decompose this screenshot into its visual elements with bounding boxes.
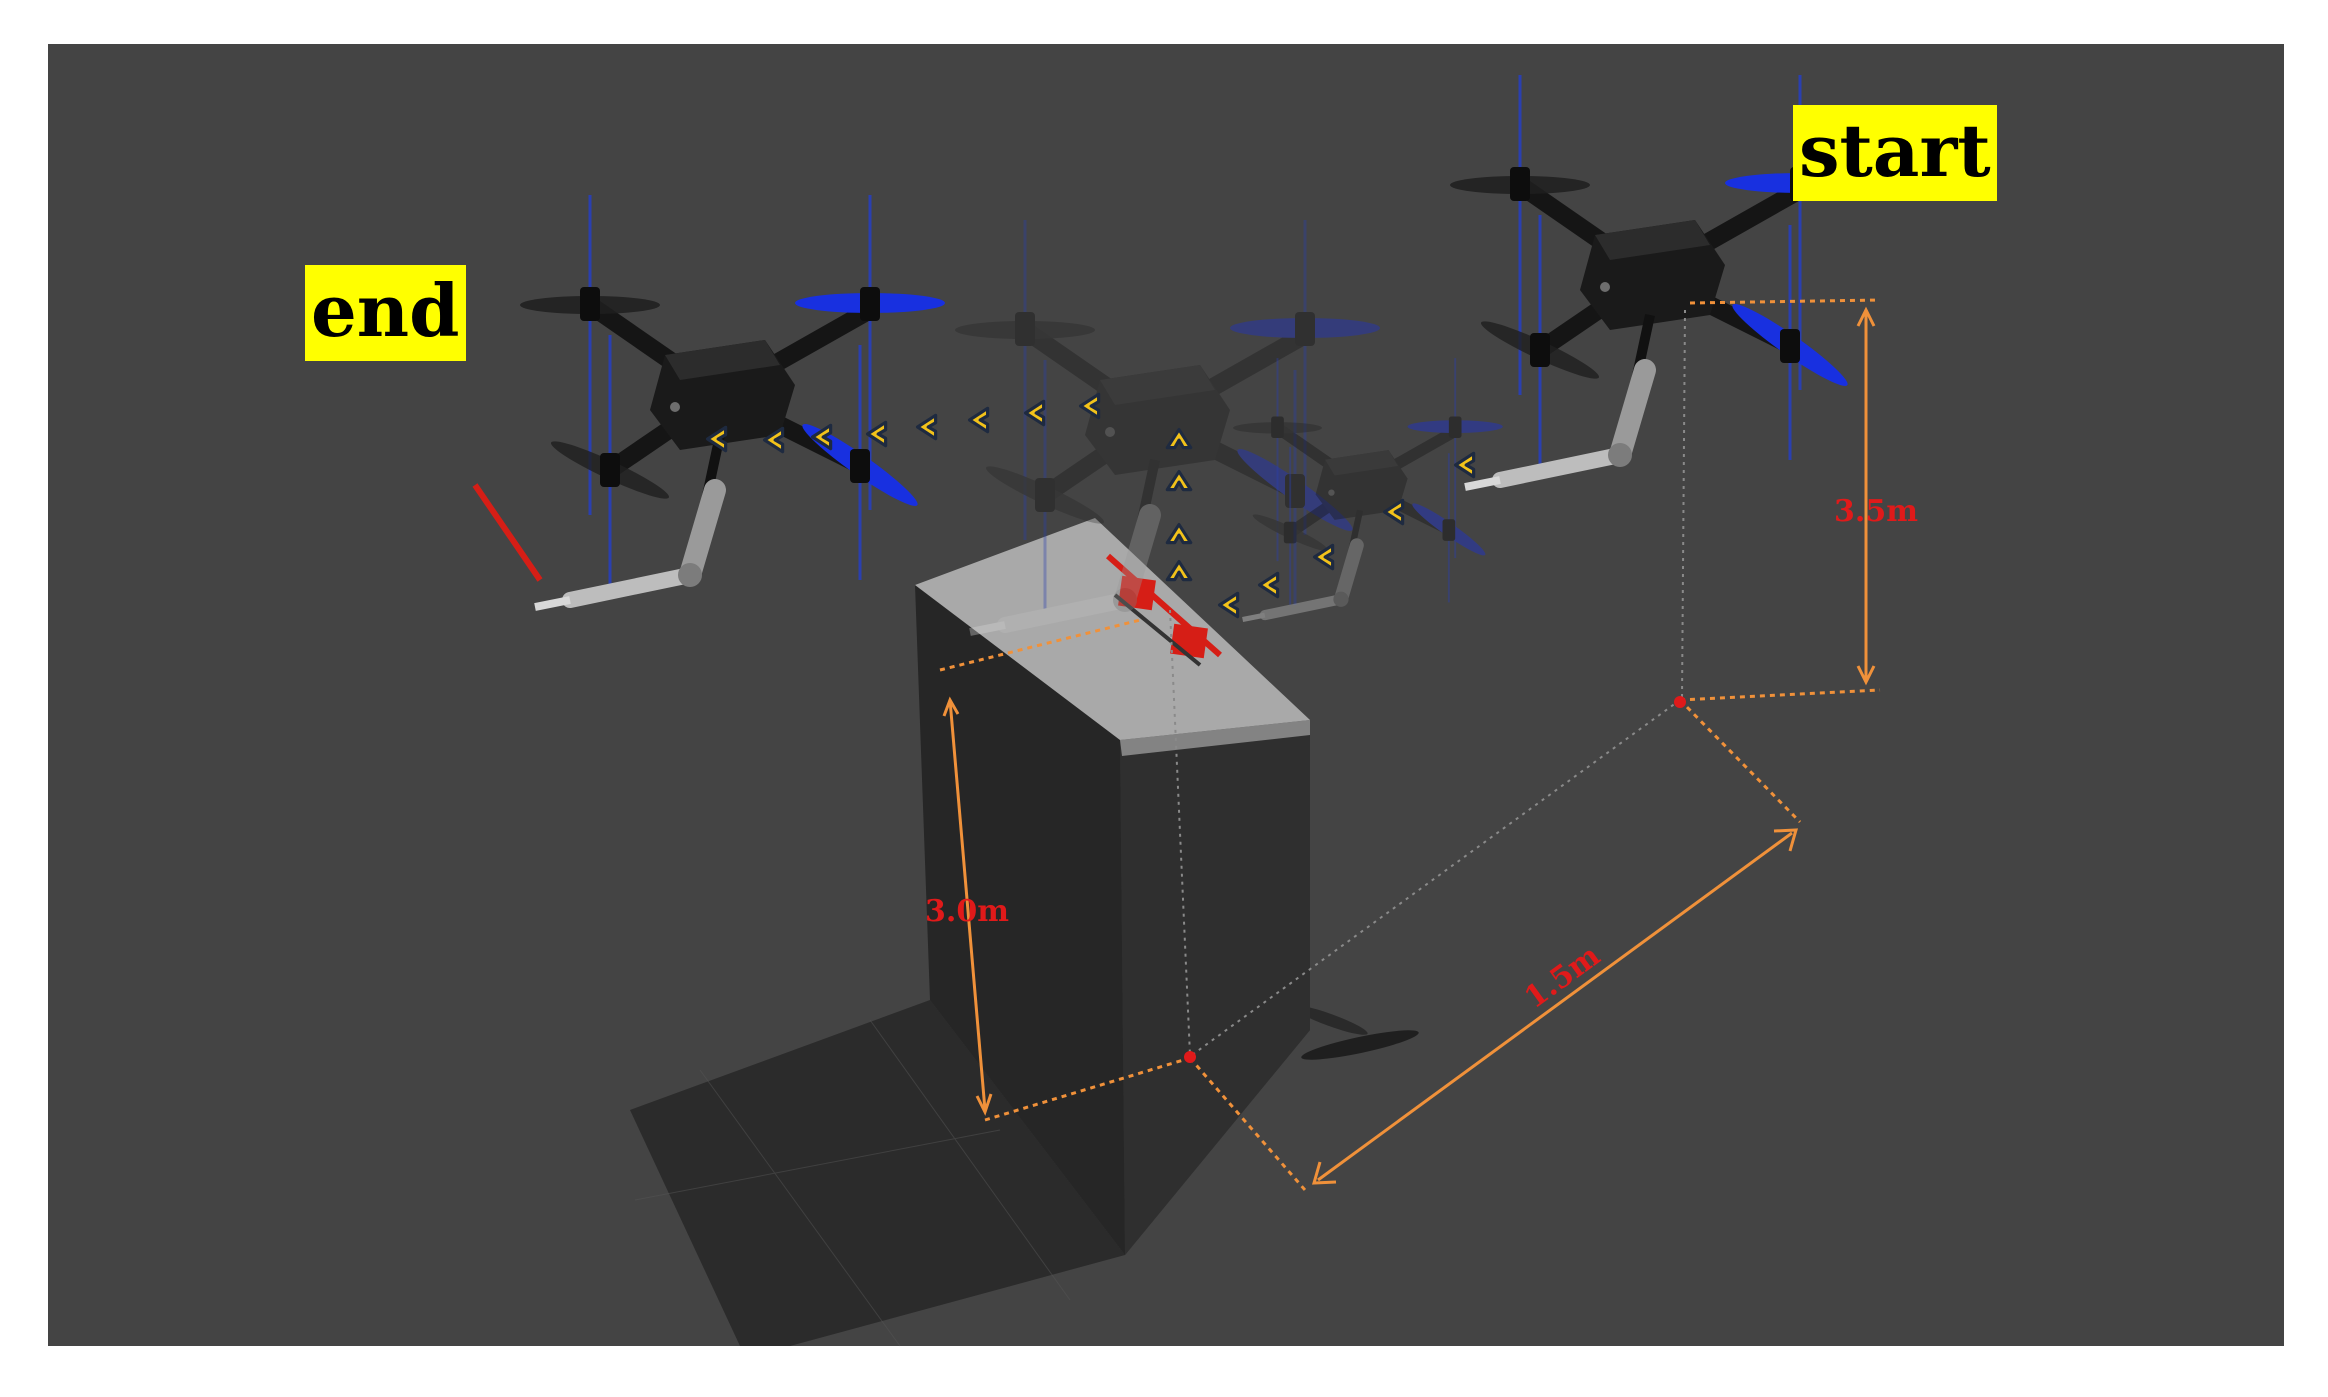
height-box-label: 3.0m — [925, 894, 1009, 929]
start-ground-point — [1674, 696, 1686, 708]
drone-end — [472, 195, 945, 607]
end-label: end — [305, 265, 466, 361]
projection-lines — [1169, 309, 1686, 1056]
height-start-label: 3.5m — [1834, 494, 1918, 529]
start-label: start — [1793, 105, 1997, 201]
dimension-lines — [939, 298, 1881, 1191]
box-ground-point — [1184, 1051, 1196, 1063]
